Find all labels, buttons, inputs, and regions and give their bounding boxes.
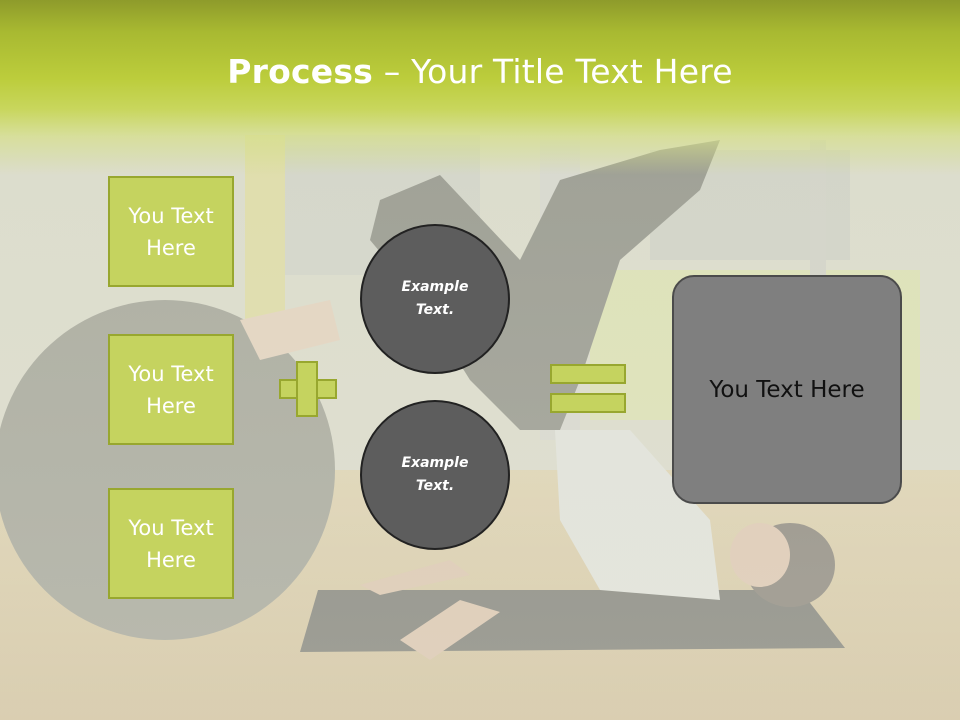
header-band xyxy=(0,0,960,175)
left-box-1[interactable]: You Text Here xyxy=(108,176,234,287)
equals-bar-top xyxy=(550,364,626,384)
title-rest: – Your Title Text Here xyxy=(373,52,733,91)
left-box-2[interactable]: You Text Here xyxy=(108,334,234,445)
left-box-3[interactable]: You Text Here xyxy=(108,488,234,599)
circle-1[interactable]: Example Text. xyxy=(360,224,510,374)
equals-bar-bottom xyxy=(550,393,626,413)
slide-title: Process – Your Title Text Here xyxy=(0,52,960,91)
circle-2[interactable]: Example Text. xyxy=(360,400,510,550)
plus-center xyxy=(298,381,316,397)
result-box[interactable]: You Text Here xyxy=(672,275,902,504)
title-bold: Process xyxy=(227,52,374,91)
